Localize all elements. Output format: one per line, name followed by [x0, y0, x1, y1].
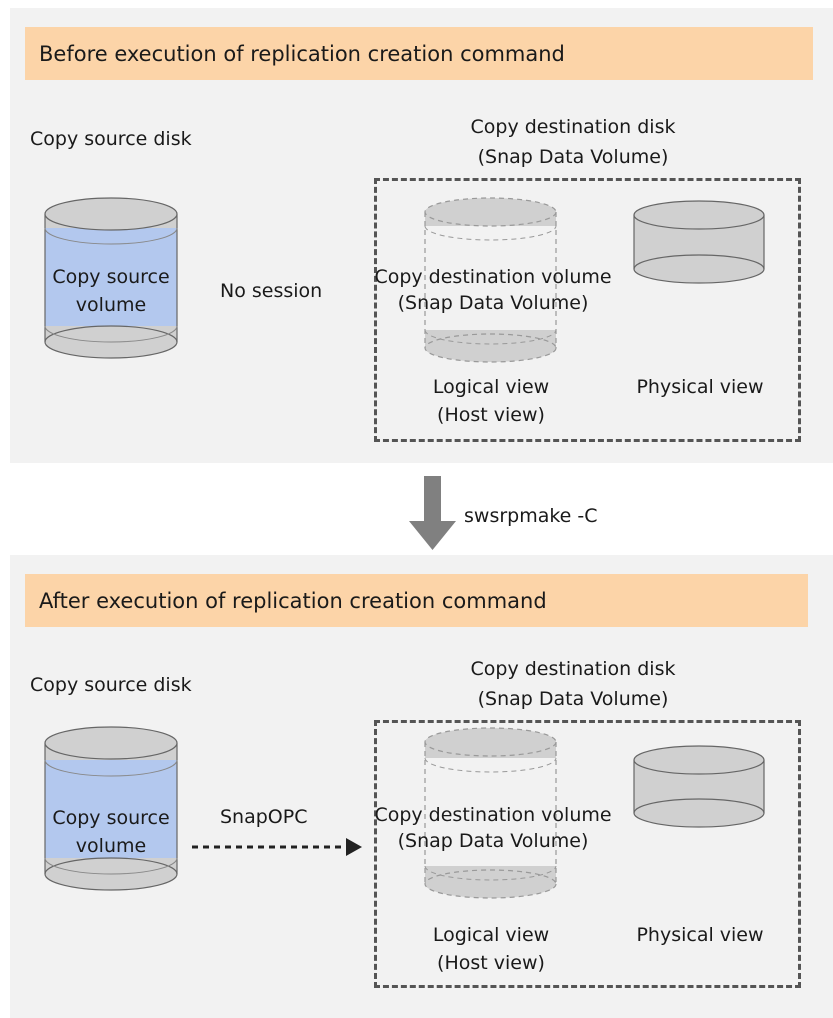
after-dest-volume-label-2: (Snap Data Volume) — [397, 830, 589, 852]
before-relation-label: No session — [220, 280, 323, 302]
after-relation-label: SnapOPC — [220, 806, 308, 828]
after-banner-title: After execution of replication creation … — [39, 588, 547, 613]
before-dest-disk-box — [374, 178, 801, 442]
after-banner: After execution of replication creation … — [25, 574, 808, 627]
before-source-volume-label-2: volume — [75, 294, 147, 316]
before-dest-volume-label-2: (Snap Data Volume) — [397, 292, 589, 314]
after-dest-disk-box — [374, 720, 801, 988]
before-source-disk-label: Copy source disk — [30, 128, 192, 150]
before-banner-title: Before execution of replication creation… — [39, 41, 565, 66]
after-logical-view-label-1: Logical view — [432, 924, 550, 946]
after-source-volume-label-2: volume — [75, 835, 147, 857]
after-dest-disk-label-1: Copy destination disk — [470, 658, 676, 680]
before-logical-view-label-2: (Host view) — [437, 404, 545, 426]
after-dest-volume-label-1: Copy destination volume — [374, 804, 612, 826]
command-label: swsrpmake -C — [464, 505, 598, 527]
after-logical-view-label-2: (Host view) — [437, 952, 545, 974]
after-physical-view-label: Physical view — [636, 924, 764, 946]
before-physical-view-label: Physical view — [636, 376, 764, 398]
after-dest-disk-label-2: (Snap Data Volume) — [477, 688, 669, 710]
after-source-disk-label: Copy source disk — [30, 674, 192, 696]
before-dest-disk-label-1: Copy destination disk — [470, 116, 676, 138]
before-source-volume-label-1: Copy source — [52, 266, 170, 288]
before-dest-disk-label-2: (Snap Data Volume) — [477, 146, 669, 168]
before-banner: Before execution of replication creation… — [25, 27, 813, 80]
after-source-volume-label-1: Copy source — [52, 807, 170, 829]
before-dest-volume-label-1: Copy destination volume — [374, 266, 612, 288]
before-logical-view-label-1: Logical view — [432, 376, 550, 398]
